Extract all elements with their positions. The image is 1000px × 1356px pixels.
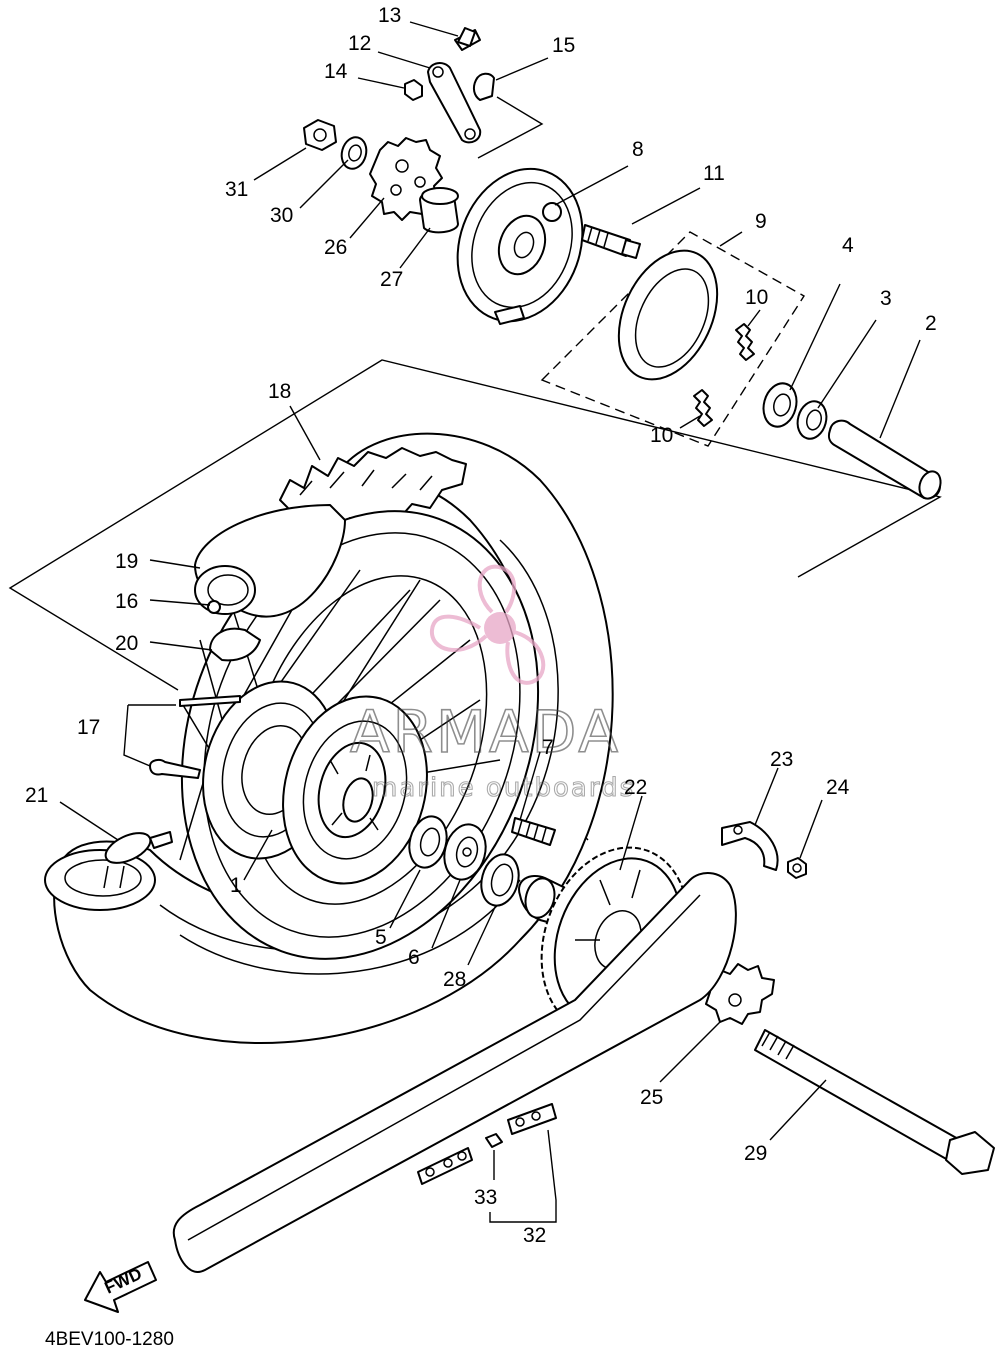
drive-chain xyxy=(172,872,737,1273)
callout-10-upper: 10 xyxy=(745,286,768,309)
callout-9: 9 xyxy=(755,210,767,233)
stud-bolt xyxy=(511,817,556,846)
chain-puller-25 xyxy=(705,963,775,1025)
callout-26: 26 xyxy=(324,236,347,259)
callout-33: 33 xyxy=(474,1186,497,1209)
valve-parts xyxy=(149,695,241,779)
brake-spring-upper xyxy=(735,323,755,361)
callout-3: 3 xyxy=(880,287,892,310)
callout-29: 29 xyxy=(744,1142,767,1165)
callout-25: 25 xyxy=(640,1086,663,1109)
callout-31: 31 xyxy=(225,178,248,201)
nut-31 xyxy=(303,119,337,151)
callout-1: 1 xyxy=(230,874,242,897)
callout-5: 5 xyxy=(375,926,387,949)
callout-7: 7 xyxy=(542,736,554,759)
callout-21: 21 xyxy=(25,784,48,807)
brake-shoe-kit-box xyxy=(540,231,805,447)
callout-22: 22 xyxy=(624,776,647,799)
callout-15: 15 xyxy=(552,34,575,57)
brake-arm xyxy=(427,62,482,144)
watermark: ARMADA marine outboards xyxy=(349,564,635,804)
callout-13: 13 xyxy=(378,4,401,27)
callout-18: 18 xyxy=(268,380,291,403)
collar-27 xyxy=(419,187,459,234)
chain-puller xyxy=(721,821,779,871)
callout-8: 8 xyxy=(632,138,644,161)
leader-lines xyxy=(59,21,921,1223)
wheel-assembly-box xyxy=(8,359,942,691)
callout-16: 16 xyxy=(115,590,138,613)
callout-23: 23 xyxy=(770,748,793,771)
wheel-axle xyxy=(754,1029,995,1175)
nut-14 xyxy=(404,79,423,101)
callout-28: 28 xyxy=(443,968,466,991)
brake-camshaft xyxy=(581,224,641,259)
nut-24 xyxy=(787,857,807,879)
brake-group-box xyxy=(477,96,544,159)
watermark-brand: ARMADA xyxy=(350,698,621,766)
part-code: 4BEV100-1280 xyxy=(45,1329,174,1350)
callout-4: 4 xyxy=(842,234,854,257)
callout-10-lower: 10 xyxy=(650,424,673,447)
bearing-4 xyxy=(762,382,798,428)
chain-joint xyxy=(417,1103,557,1185)
watermark-tagline: marine outboards xyxy=(372,773,635,803)
callout-12: 12 xyxy=(348,32,371,55)
callout-27: 27 xyxy=(380,268,403,291)
brake-spring-lower xyxy=(693,389,713,427)
callout-30: 30 xyxy=(270,204,293,227)
callout-24: 24 xyxy=(826,776,850,799)
callout-19: 19 xyxy=(115,550,138,573)
oil-seal-3 xyxy=(796,400,828,440)
callout-labels: 1 2 3 4 5 6 7 8 9 10 10 11 12 13 14 15 1… xyxy=(25,4,937,1247)
hub xyxy=(202,680,428,885)
forward-arrow-icon: FWD xyxy=(84,1261,157,1313)
callout-6: 6 xyxy=(408,946,420,969)
bearing-6 xyxy=(443,823,487,881)
brake-shoe-plate xyxy=(456,167,584,325)
tube-and-rim-band xyxy=(194,504,346,662)
tire xyxy=(44,432,614,1044)
callout-11: 11 xyxy=(703,162,725,185)
rim-lock xyxy=(104,831,173,864)
callout-2: 2 xyxy=(925,312,937,335)
brake-shoe-kit xyxy=(617,249,719,381)
callout-17: 17 xyxy=(77,716,100,739)
bolt-13 xyxy=(454,27,481,51)
propeller-logo-icon xyxy=(429,564,546,685)
collar-2 xyxy=(827,419,942,500)
callout-32: 32 xyxy=(523,1224,546,1247)
callout-20: 20 xyxy=(115,632,138,655)
pin-15 xyxy=(472,72,495,101)
callout-14: 14 xyxy=(324,60,348,83)
oil-seal xyxy=(480,853,520,907)
